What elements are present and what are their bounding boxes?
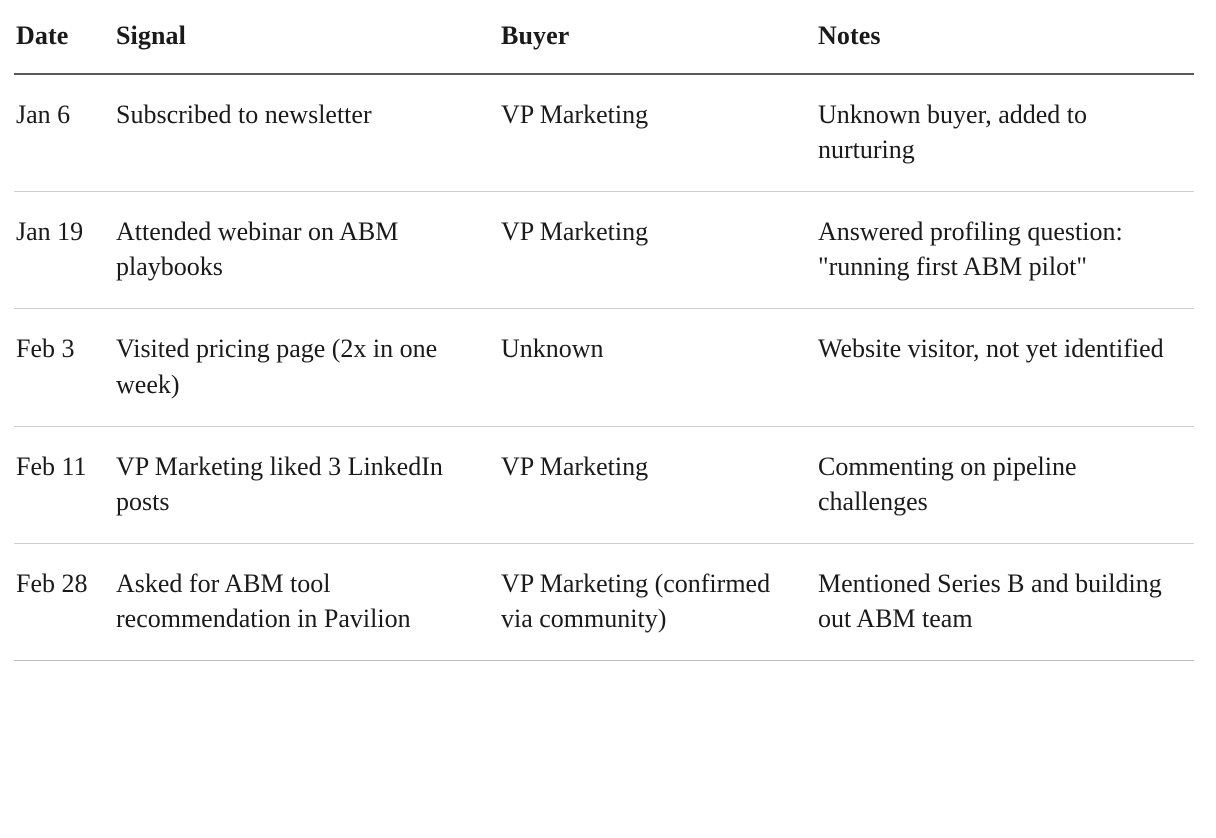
cell-signal: Subscribed to newsletter bbox=[116, 74, 501, 193]
cell-signal-text: Attended webinar on ABM playbooks bbox=[116, 217, 399, 282]
table-row: Feb 3 Visited pricing page (2x in one we… bbox=[14, 308, 1194, 427]
column-header-signal-label: Signal bbox=[116, 21, 186, 50]
table-header-row: Date Signal Buyer Notes bbox=[14, 18, 1194, 76]
cell-date: Feb 3 bbox=[14, 308, 116, 427]
table-header: Date Signal Buyer Notes bbox=[14, 18, 1194, 76]
cell-buyer: VP Marketing bbox=[501, 426, 818, 544]
cell-buyer-text: VP Marketing bbox=[501, 100, 649, 130]
cell-buyer-text: Unknown bbox=[501, 334, 604, 364]
cell-buyer: Unknown bbox=[501, 308, 818, 427]
cell-date-text: Jan 19 bbox=[16, 217, 84, 247]
cell-notes-text: Website visitor, not yet identified bbox=[818, 334, 1164, 364]
cell-notes: Unknown buyer, added to nurturing bbox=[818, 74, 1194, 193]
cell-notes: Commenting on pipeline challenges bbox=[818, 426, 1194, 544]
cell-buyer: VP Marketing (confirmed via community) bbox=[501, 543, 818, 662]
table-row: Jan 6 Subscribed to newsletter VP Market… bbox=[14, 74, 1194, 193]
cell-date-text: Feb 11 bbox=[16, 451, 87, 481]
cell-notes: Answered profiling question: "running fi… bbox=[818, 191, 1194, 310]
cell-notes-text: Answered profiling question: "running fi… bbox=[818, 217, 1123, 282]
cell-signal-text: VP Marketing liked 3 LinkedIn posts bbox=[116, 451, 443, 516]
column-header-buyer: Buyer bbox=[501, 18, 818, 76]
cell-signal-text: Asked for ABM tool recommendation in Pav… bbox=[116, 568, 411, 633]
cell-buyer: VP Marketing bbox=[501, 74, 818, 193]
cell-notes-text: Mentioned Series B and building out ABM … bbox=[818, 568, 1162, 633]
buying-signals-table: Date Signal Buyer Notes Jan 6 Subscribed… bbox=[14, 18, 1194, 662]
cell-notes: Website visitor, not yet identified bbox=[818, 308, 1194, 427]
cell-notes: Mentioned Series B and building out ABM … bbox=[818, 543, 1194, 662]
cell-buyer-text: VP Marketing bbox=[501, 451, 649, 481]
cell-signal: VP Marketing liked 3 LinkedIn posts bbox=[116, 426, 501, 544]
column-header-signal: Signal bbox=[116, 18, 501, 76]
cell-buyer-text: VP Marketing (confirmed via community) bbox=[501, 568, 771, 633]
cell-date-text: Feb 3 bbox=[16, 334, 75, 364]
cell-date-text: Jan 6 bbox=[16, 100, 71, 130]
table-row: Feb 11 VP Marketing liked 3 LinkedIn pos… bbox=[14, 426, 1194, 544]
column-header-notes-label: Notes bbox=[818, 21, 881, 50]
cell-signal-text: Subscribed to newsletter bbox=[116, 100, 372, 130]
column-header-date-label: Date bbox=[16, 21, 69, 50]
table-row: Feb 28 Asked for ABM tool recommendation… bbox=[14, 543, 1194, 662]
cell-signal-text: Visited pricing page (2x in one week) bbox=[116, 334, 438, 399]
cell-notes-text: Commenting on pipeline challenges bbox=[818, 451, 1077, 516]
cell-date: Feb 28 bbox=[14, 543, 116, 662]
cell-buyer-text: VP Marketing bbox=[501, 217, 649, 247]
column-header-notes: Notes bbox=[818, 18, 1194, 76]
column-header-date: Date bbox=[14, 18, 116, 76]
cell-date: Feb 11 bbox=[14, 426, 116, 544]
cell-date: Jan 19 bbox=[14, 191, 116, 310]
cell-signal: Attended webinar on ABM playbooks bbox=[116, 191, 501, 310]
cell-buyer: VP Marketing bbox=[501, 191, 818, 310]
cell-notes-text: Unknown buyer, added to nurturing bbox=[818, 100, 1088, 165]
cell-signal: Asked for ABM tool recommendation in Pav… bbox=[116, 543, 501, 662]
column-header-buyer-label: Buyer bbox=[501, 21, 570, 50]
table-row: Jan 19 Attended webinar on ABM playbooks… bbox=[14, 191, 1194, 310]
cell-date: Jan 6 bbox=[14, 74, 116, 193]
table-body: Jan 6 Subscribed to newsletter VP Market… bbox=[14, 74, 1194, 662]
cell-date-text: Feb 28 bbox=[16, 568, 88, 598]
cell-signal: Visited pricing page (2x in one week) bbox=[116, 308, 501, 427]
